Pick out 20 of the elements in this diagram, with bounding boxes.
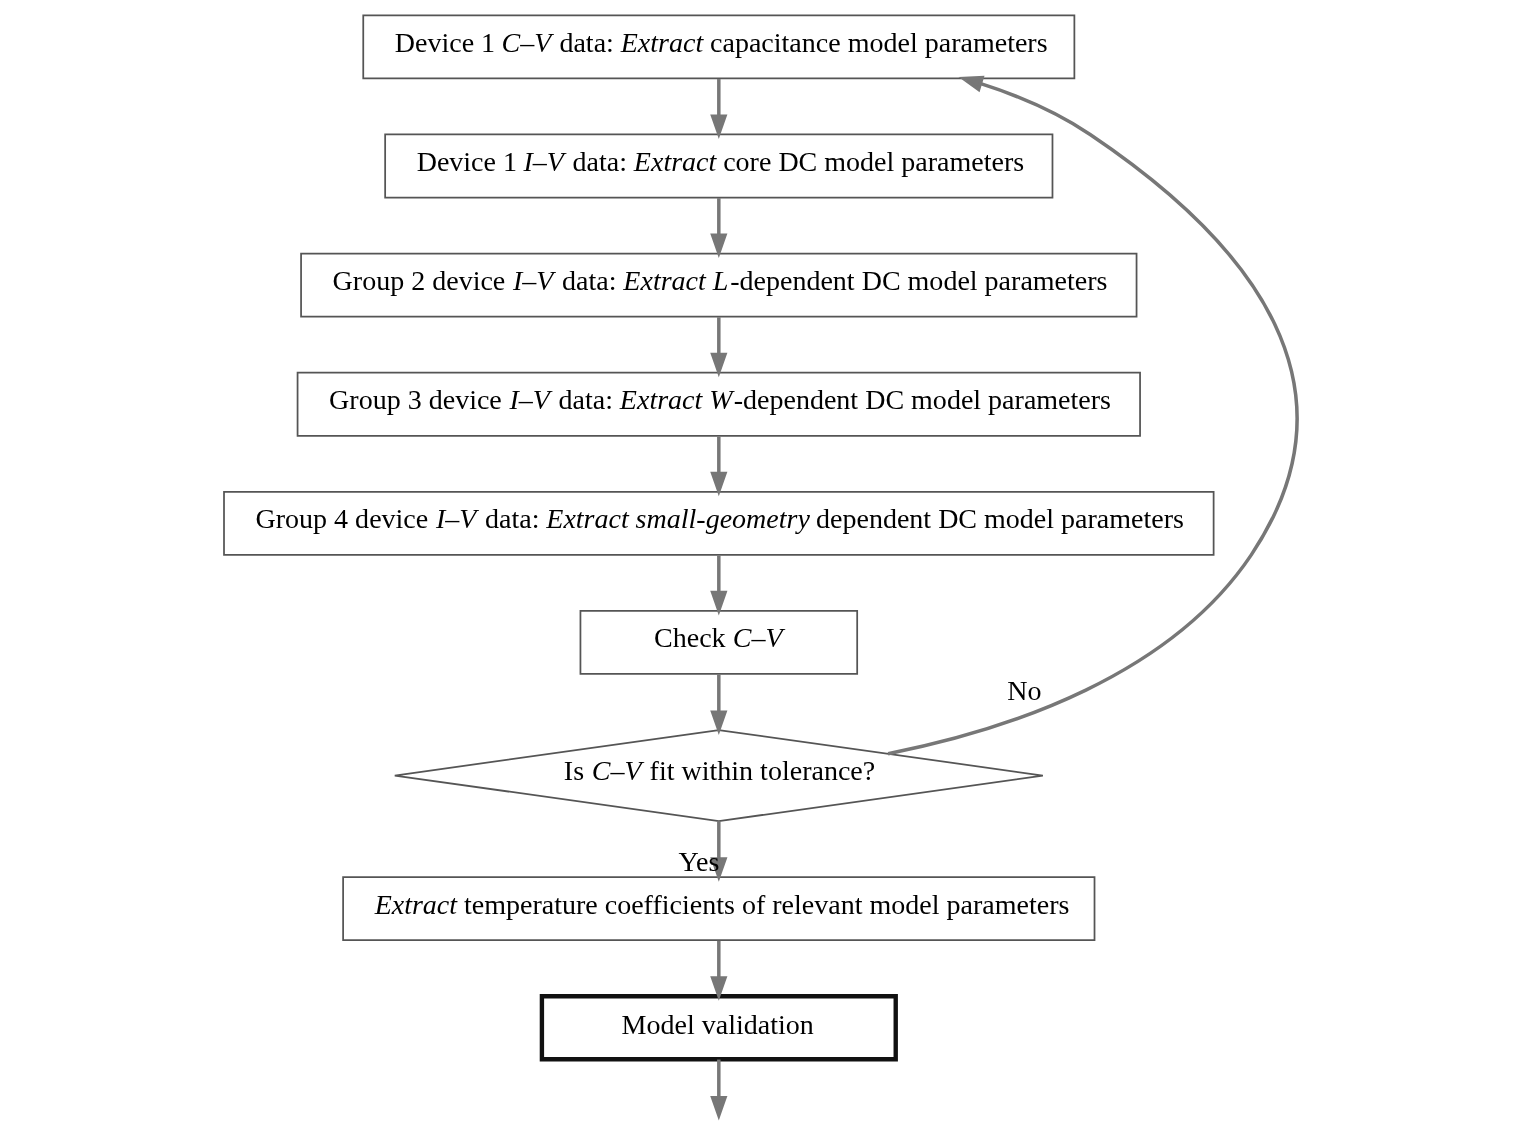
arrow <box>710 436 728 497</box>
arrow <box>710 674 728 735</box>
node-box: Group 2 device I–V data: Extract L-dependent DC model parameters <box>300 252 1138 318</box>
node-box: Model validation <box>539 994 898 1062</box>
arrow <box>710 198 728 259</box>
arrow <box>710 1059 728 1121</box>
arrow <box>710 940 728 1001</box>
arrow <box>710 317 728 378</box>
node-box: Group 3 device I–V data: Extract W-dependent DC model parameters <box>296 371 1141 437</box>
edge-label: No <box>1007 675 1042 707</box>
arrow <box>710 555 728 616</box>
node-box: Check C–V <box>579 610 859 675</box>
arrow <box>887 75 1299 756</box>
arrow <box>710 79 728 139</box>
node-box: Device 1 I–V data: Extract core DC model parameters <box>384 133 1054 199</box>
node-box: Device 1 C–V data: Extract capacitance model parameters <box>362 14 1076 80</box>
node-diamond: Is C–V fit within tolerance? <box>393 729 1044 822</box>
edge-label: Yes <box>678 845 720 877</box>
node-box: Group 4 device I–V data: Extract small-geometry dependent DC model parameters <box>223 490 1215 556</box>
node-box: Extract temperature coefficients of relevant model parameters <box>342 876 1096 942</box>
